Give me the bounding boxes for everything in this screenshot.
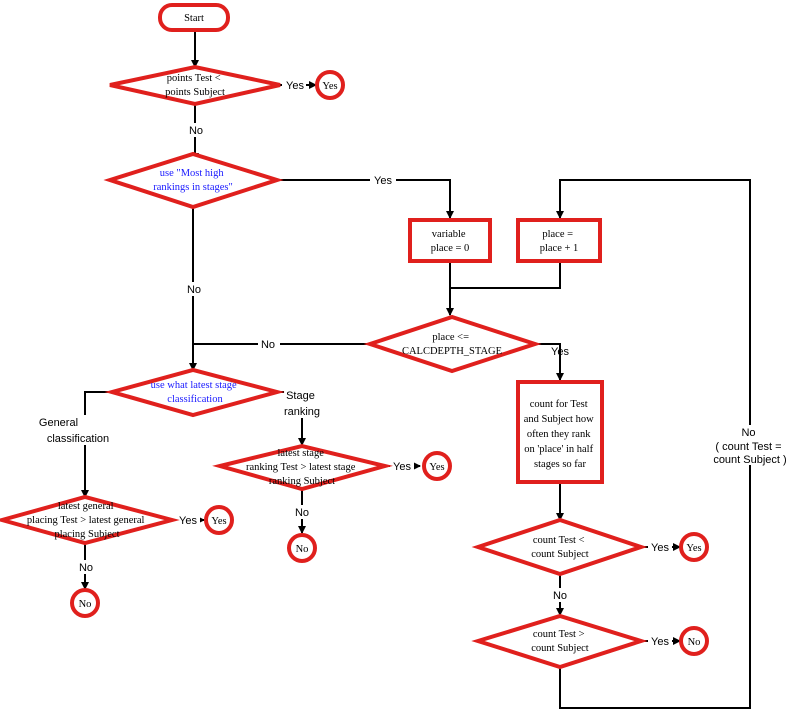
label-d3-yes: Yes: [551, 346, 569, 358]
terminal-d1-yes: Yes: [315, 70, 345, 100]
node-d8-line1: count Test >: [533, 629, 585, 640]
node-d5-line2: placing Test > latest general: [27, 515, 145, 526]
node-d3-line2: CALCDEPTH_STAGE: [402, 346, 502, 357]
node-count-line3: often they rank: [527, 429, 591, 440]
node-d1-line1: points Test <: [167, 73, 221, 84]
terminal-general-yes: Yes: [204, 505, 234, 535]
node-d2-line2: rankings in stages": [153, 182, 233, 193]
terminal-stage-no: No: [287, 533, 317, 563]
node-d5-line1: latest general: [58, 501, 114, 512]
edges: [81, 30, 751, 709]
node-d1-label: points Test < points Subject: [165, 73, 225, 98]
label-d3-no: No: [261, 339, 275, 351]
terminal-general-no-label: No: [79, 599, 92, 610]
node-d3-line1: place <=: [432, 332, 469, 343]
label-d4-general: General classification: [39, 417, 109, 445]
label-d4-general-line1: General: [39, 417, 78, 429]
node-count-line1: count for Test: [530, 399, 588, 410]
node-d1-points: points Test < points Subject: [109, 64, 281, 107]
node-d6-line2: ranking Test > latest stage: [246, 462, 356, 473]
label-d6-yes: Yes: [393, 461, 411, 473]
node-d4-line2: classification: [167, 394, 223, 405]
node-d8-count-greater: count Test > count Subject: [471, 613, 648, 670]
node-d4-latest-stage: use what latest stage classification: [104, 367, 285, 418]
node-count-line2: and Subject how: [524, 414, 594, 425]
node-count-line4: on 'place' in half: [524, 444, 593, 455]
node-d6-label: latest stage ranking Test > latest stage…: [246, 448, 358, 487]
node-count-process: count for Test and Subject how often the…: [516, 380, 604, 484]
node-place-inc-line1: place =: [542, 229, 573, 240]
label-d4-stage-line2: ranking: [284, 406, 320, 418]
edge-d4-general: [81, 391, 112, 498]
edge-labels: No Yes Yes No No Yes General classificat…: [33, 78, 787, 648]
node-d7-line1: count Test <: [533, 535, 585, 546]
node-d7-label: count Test < count Subject: [531, 535, 589, 560]
node-var-place: variable place = 0: [408, 218, 492, 263]
node-start-label: Start: [184, 13, 204, 24]
terminal-stage-yes: Yes: [422, 451, 452, 481]
label-d1-no: No: [189, 125, 203, 137]
label-d1-yes: Yes: [286, 80, 304, 92]
node-d6-line3: ranking Subject: [269, 476, 335, 487]
label-d8-no-line2: ( count Test =: [715, 441, 781, 453]
node-start: Start: [158, 3, 230, 32]
node-d3-label: place <= CALCDEPTH_STAGE: [402, 332, 502, 357]
node-d1-line2: points Subject: [165, 87, 225, 98]
node-d6-stage: latest stage ranking Test > latest stage…: [212, 443, 393, 492]
node-d2-label: use "Most high rankings in stages": [153, 168, 233, 193]
node-d6-line1: latest stage: [278, 448, 325, 459]
label-d8-yes: Yes: [651, 636, 669, 648]
node-count-line5: stages so far: [534, 459, 586, 470]
label-d2-yes: Yes: [374, 175, 392, 187]
node-var-place-label: variable place = 0: [431, 229, 470, 254]
node-count-label: count for Test and Subject how often the…: [524, 399, 597, 470]
label-d4-stage: Stage ranking: [284, 390, 320, 418]
node-d5-line3: placing Subject: [54, 529, 119, 540]
node-place-inc-line2: place + 1: [540, 243, 579, 254]
node-d4-line1: use what latest stage: [151, 380, 237, 391]
node-var-place-line1: variable: [432, 229, 466, 240]
terminal-general-no: No: [70, 588, 100, 618]
label-d5-yes: Yes: [179, 515, 197, 527]
node-d7-line2: count Subject: [531, 549, 589, 560]
label-d7-no: No: [553, 590, 567, 602]
node-d2-line1: use "Most high: [160, 168, 225, 179]
edge-d2-yes: [277, 179, 454, 219]
terminal-count-greater-no: No: [679, 626, 709, 656]
node-place-inc-label: place = place + 1: [540, 229, 579, 254]
node-d3-place-depth: place <= CALCDEPTH_STAGE: [363, 314, 542, 374]
node-place-inc: place = place + 1: [516, 218, 602, 263]
node-d5-label: latest general placing Test > latest gen…: [27, 501, 147, 540]
terminal-stage-no-label: No: [296, 544, 309, 555]
terminal-d1-yes-label: Yes: [322, 81, 337, 92]
node-var-place-line2: place = 0: [431, 243, 470, 254]
label-d8-no-line1: No: [741, 427, 755, 439]
node-d7-count-less: count Test < count Subject: [471, 517, 648, 577]
edge-d3-yes: [535, 343, 564, 381]
label-d7-yes: Yes: [651, 542, 669, 554]
terminal-general-yes-label: Yes: [211, 516, 226, 527]
label-d4-general-line2: classification: [47, 433, 109, 445]
label-d6-no: No: [295, 507, 309, 519]
node-d2-most-high: use "Most high rankings in stages": [103, 151, 284, 210]
node-d4-label: use what latest stage classification: [151, 380, 240, 405]
terminal-count-greater-no-label: No: [688, 637, 701, 648]
node-d8-label: count Test > count Subject: [531, 629, 589, 654]
terminal-count-less-yes-label: Yes: [686, 543, 701, 554]
label-d2-no: No: [187, 284, 201, 296]
edge-inc-join: [450, 261, 561, 289]
node-d8-line2: count Subject: [531, 643, 589, 654]
node-d5-general: latest general placing Test > latest gen…: [0, 494, 180, 546]
label-d4-stage-line1: Stage: [286, 390, 315, 402]
label-d8-no-line3: count Subject ): [713, 454, 786, 466]
label-d5-no: No: [79, 562, 93, 574]
terminal-stage-yes-label: Yes: [429, 462, 444, 473]
terminal-count-less-yes: Yes: [679, 532, 709, 562]
label-d8-no: No ( count Test = count Subject ): [713, 427, 786, 466]
